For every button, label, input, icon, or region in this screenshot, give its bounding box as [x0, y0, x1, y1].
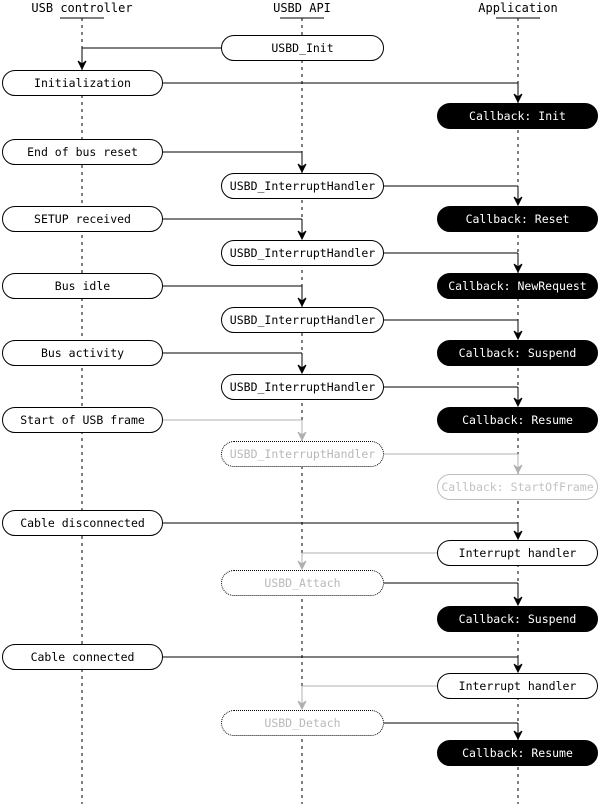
lane-header-api: USBD API: [273, 1, 331, 15]
node-n15[interactable]: Callback: Resume: [437, 407, 598, 433]
arrow-n17-n18: [513, 464, 523, 475]
node-n21[interactable]: USBD_Attach: [221, 570, 384, 596]
node-n11[interactable]: USBD_InterruptHandler: [221, 307, 384, 333]
node-n09[interactable]: Callback: NewRequest: [437, 273, 598, 299]
node-n23[interactable]: Cable connected: [2, 644, 163, 670]
node-n19[interactable]: Cable disconnected: [2, 510, 163, 536]
node-n14[interactable]: USBD_InterruptHandler: [221, 374, 384, 400]
node-n18[interactable]: Callback: StartOfFrame: [437, 474, 598, 500]
arrow-n07-n08: [297, 230, 307, 241]
arrow-n02-n01: [77, 60, 87, 71]
lane-header-usb: USB controller: [31, 1, 133, 15]
arrow-n25-n26: [513, 730, 523, 741]
arrow-n16-n17: [297, 431, 307, 442]
arrow-n13-n14: [297, 364, 307, 375]
node-n24[interactable]: Interrupt handler: [437, 673, 598, 699]
arrow-n10-n11: [297, 297, 307, 308]
arrow-n05-n06: [513, 196, 523, 207]
node-n06[interactable]: Callback: Reset: [437, 206, 598, 232]
arrow-n01-n03: [513, 93, 523, 104]
arrow-n24-n25: [297, 700, 307, 711]
node-n16[interactable]: Start of USB frame: [2, 407, 163, 433]
node-n05[interactable]: USBD_InterruptHandler: [221, 173, 384, 199]
arrow-n19-n20: [513, 530, 523, 541]
arrow-n23-n24: [513, 663, 523, 674]
node-n20[interactable]: Interrupt handler: [437, 540, 598, 566]
node-n26[interactable]: Callback: Resume: [437, 740, 598, 766]
arrow-n04-n05: [297, 163, 307, 174]
node-n01[interactable]: Initialization: [2, 70, 163, 96]
node-n12[interactable]: Callback: Suspend: [437, 340, 598, 366]
arrow-n08-n09: [513, 263, 523, 274]
node-n02[interactable]: USBD_Init: [221, 35, 384, 61]
arrow-n11-n12: [513, 330, 523, 341]
arrow-n14-n15: [513, 397, 523, 408]
arrow-n20-n21: [297, 560, 307, 571]
node-n04[interactable]: End of bus reset: [2, 139, 163, 165]
lane-header-app: Application: [478, 1, 558, 15]
node-n08[interactable]: USBD_InterruptHandler: [221, 240, 384, 266]
node-n03[interactable]: Callback: Init: [437, 103, 598, 129]
node-n07[interactable]: SETUP received: [2, 206, 163, 232]
node-n25[interactable]: USBD_Detach: [221, 710, 384, 736]
node-n10[interactable]: Bus idle: [2, 273, 163, 299]
arrow-n21-n22: [513, 596, 523, 607]
node-n22[interactable]: Callback: Suspend: [437, 606, 598, 632]
node-n13[interactable]: Bus activity: [2, 340, 163, 366]
node-n17[interactable]: USBD_InterruptHandler: [221, 441, 384, 467]
